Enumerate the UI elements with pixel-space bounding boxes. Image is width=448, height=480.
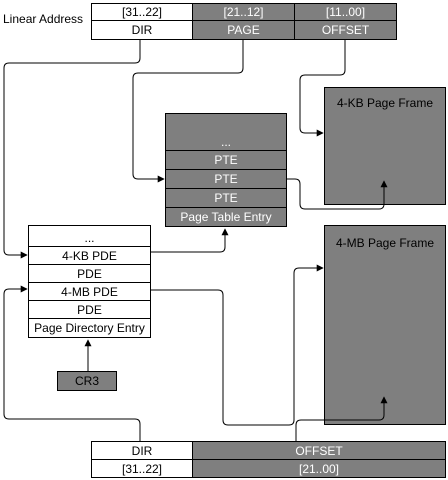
top-dir-field: DIR (91, 20, 193, 40)
page-table-entry-pte-2: PTE (165, 169, 287, 189)
top-page-field: PAGE (192, 20, 295, 40)
arrow-4mb-pde-to-4mb-frame (151, 264, 324, 426)
page-table-entry-label: Page Table Entry (165, 207, 287, 227)
arrow-offset-to-4kb-frame (299, 40, 346, 137)
page-directory-entry-label: Page Directory Entry (28, 318, 151, 338)
page-frame-4mb: 4-MB Page Frame (324, 225, 446, 425)
arrow-pte-to-4kb-frame (287, 178, 388, 210)
arrow-page-to-pte (132, 40, 244, 183)
arrow-bottom-dir-to-4mb-pde (3, 285, 141, 441)
top-offset-field: OFFSET (294, 20, 397, 40)
arrow-bottom-offset-to-4mb-frame (295, 396, 388, 441)
linear-address-label: Linear Address (3, 12, 84, 26)
bottom-offset-bits: [21..00] (192, 459, 446, 478)
arrow-top-dir-to-4kb-pde (3, 40, 141, 259)
bottom-dir-bits: [31..22] (91, 459, 193, 478)
arrow-4kb-pde-to-page-table (151, 228, 229, 253)
page-directory-entry-4kb-pde: 4-KB PDE (28, 246, 151, 265)
page-frame-4kb-label: 4-KB Page Frame (336, 96, 434, 110)
cr3-register: CR3 (57, 371, 117, 391)
page-frame-4mb-label: 4-MB Page Frame (335, 236, 435, 250)
